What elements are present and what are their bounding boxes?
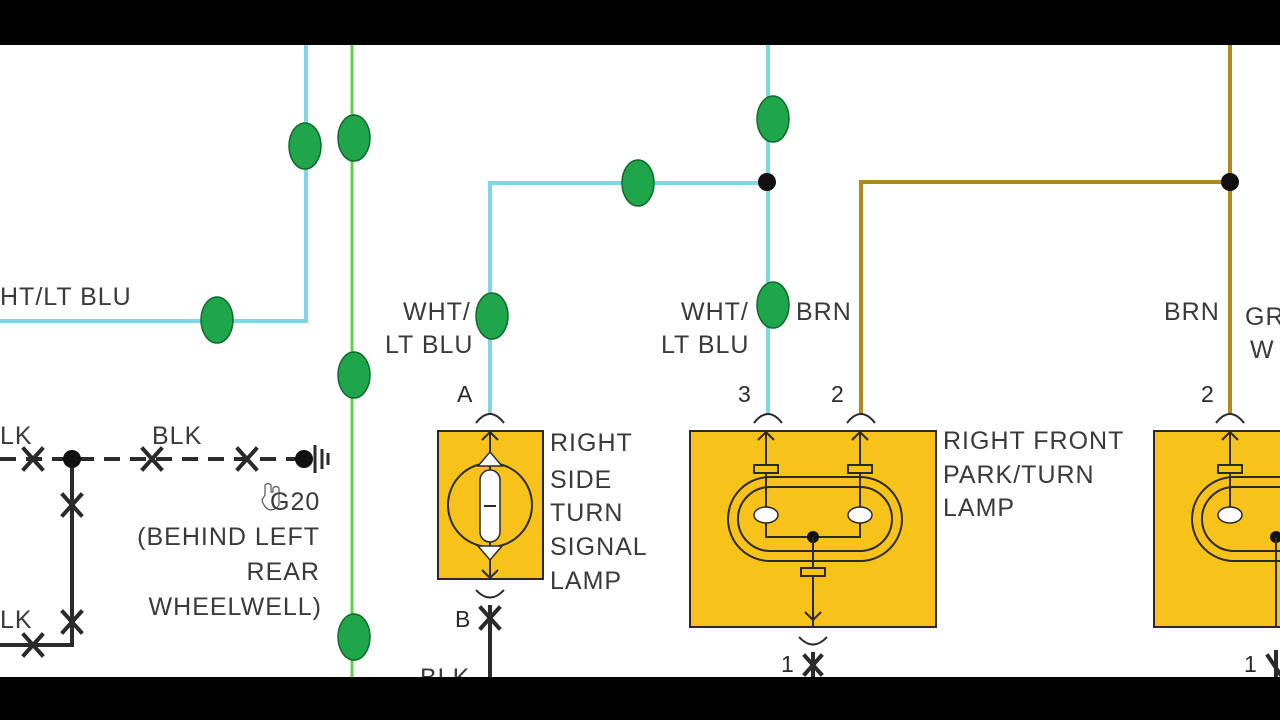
pin-label-far-right-2: 2 [1201, 381, 1214, 407]
wire-label-blk-left-bottom: LK [0, 606, 33, 634]
right-front-park-turn-lamp [689, 413, 937, 677]
wire-label-gr-right-top: GR [1245, 303, 1280, 331]
pin-label-far-right-1: 1 [1244, 651, 1257, 677]
connector-blob [756, 281, 790, 329]
wire-label-blk-left-top: LK [0, 422, 33, 450]
wire-label-gr-right-bottom: W [1250, 336, 1275, 364]
diagram-content: HT/LT BLU WHT/ LT BLU WHT/ LT BLU BRN BR… [0, 45, 1280, 692]
pin-label-front-2: 2 [831, 381, 844, 407]
x-mark [21, 446, 45, 472]
wire-label-wht-b-bottom: LT BLU [661, 331, 749, 359]
connector-blob [337, 351, 371, 399]
connector-blob [200, 296, 234, 344]
bottom-letterbox-overlay [0, 677, 1280, 720]
diagram-canvas [0, 45, 1280, 677]
pin-label-side-b: B [455, 606, 470, 632]
x-mark [21, 632, 45, 658]
connector-blob [621, 159, 655, 207]
top-letterbox-overlay [0, 0, 1280, 45]
side-lamp-label-line4: SIGNAL [550, 533, 648, 561]
pin-label-front-1: 1 [781, 651, 794, 677]
wire-brn-front [859, 180, 1230, 415]
connector-blob [337, 114, 371, 162]
wire-label-wht-a-top: WHT/ [403, 298, 471, 326]
hand-cursor-icon [261, 482, 280, 511]
connector-blob [475, 292, 509, 340]
pin-label-side-a: A [457, 381, 473, 407]
far-right-lamp-partial [1153, 413, 1280, 677]
splice-dot [63, 450, 81, 468]
splice-dot [758, 173, 776, 191]
ground-point [295, 450, 313, 468]
ground-location-line3: WHEELWELL) [149, 593, 322, 621]
x-mark [60, 492, 84, 518]
connector-blob [288, 122, 322, 170]
wire-label-blk-mid: BLK [152, 422, 202, 450]
side-lamp-label-line3: TURN [550, 499, 623, 527]
wire-label-brn-mid: BRN [796, 298, 852, 326]
x-mark [802, 653, 824, 677]
x-mark [478, 605, 502, 631]
pin-label-front-3: 3 [738, 381, 751, 407]
side-lamp-label-line1: RIGHT [550, 429, 633, 457]
ground-location-line1: (BEHIND LEFT [137, 523, 320, 551]
front-lamp-label-line1: RIGHT FRONT [943, 427, 1124, 455]
x-mark [235, 446, 259, 472]
ground-id-label: G20 [270, 488, 320, 516]
wire-label-wht-b-top: WHT/ [681, 298, 749, 326]
splice-dot [1221, 173, 1239, 191]
wire-blk-loop [0, 459, 74, 647]
ground-symbol [313, 445, 330, 473]
wire-label-wht-lt-blu-left: HT/LT BLU [0, 283, 132, 311]
connector-blob [337, 613, 371, 661]
side-lamp-label-line5: LAMP [550, 567, 622, 595]
wire-label-wht-a-bottom: LT BLU [385, 331, 473, 359]
x-mark [60, 609, 84, 635]
side-lamp-label-line2: SIDE [550, 466, 612, 494]
x-mark [140, 446, 164, 472]
front-lamp-label-line2: PARK/TURN [943, 461, 1095, 489]
x-mark [1265, 653, 1280, 677]
wire-label-brn-right: BRN [1164, 298, 1220, 326]
ground-location-line2: REAR [247, 558, 320, 586]
connector-blob [756, 95, 790, 143]
front-lamp-label-line3: LAMP [943, 494, 1015, 522]
right-side-turn-signal-lamp [437, 413, 544, 677]
